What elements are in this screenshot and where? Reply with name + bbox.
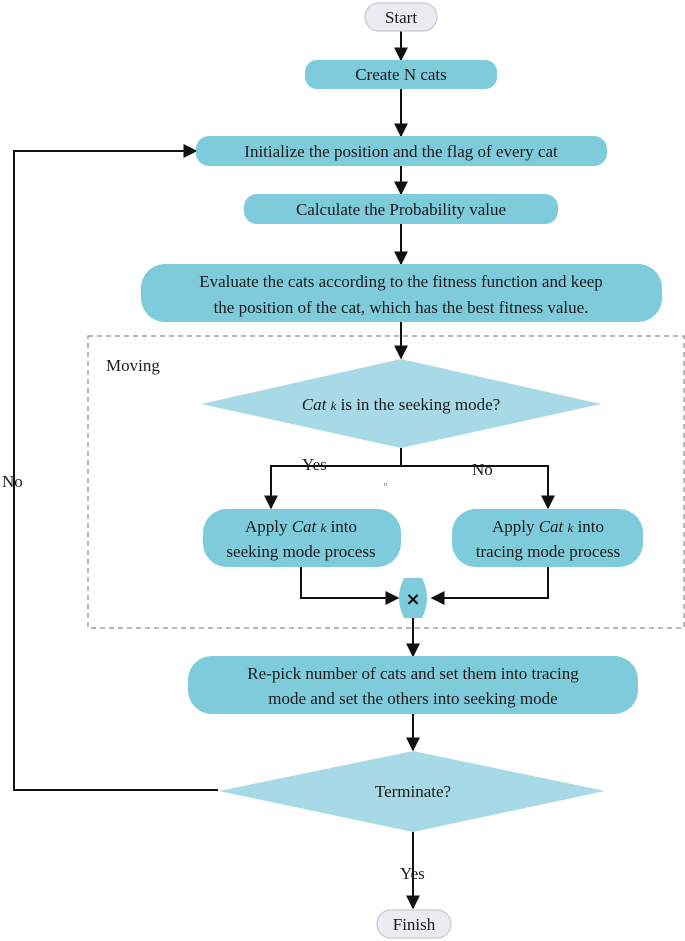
repick-label-line2: mode and set the others into seeking mod… — [268, 689, 557, 708]
initialize-node — [196, 136, 607, 166]
start-terminal — [364, 2, 438, 32]
stray-label: n — [384, 482, 387, 488]
seeking-decision-node — [201, 359, 601, 448]
calculate-label: Calculate the Probability value — [296, 200, 506, 219]
edge-yes-branch — [264, 465, 401, 510]
tracing-cat: Cat — [539, 517, 565, 536]
tracing-k: k — [568, 520, 574, 535]
seeking-process-node — [203, 509, 401, 567]
calculate-node — [244, 194, 558, 224]
edge-seek-merge — [300, 566, 400, 605]
yes-finish-label: Yes — [400, 864, 425, 883]
tracing-process-line1: Apply Cat k into — [492, 517, 604, 536]
finish-terminal — [376, 909, 452, 939]
tracing-apply: Apply — [492, 517, 535, 536]
repick-node — [188, 656, 638, 714]
evaluate-node — [141, 264, 662, 322]
tracing-process-line2: tracing mode process — [476, 542, 620, 561]
terminate-decision-node — [219, 751, 605, 832]
seeking-process-line2: seeking mode process — [226, 542, 375, 561]
seeking-decision-cat: Cat — [302, 395, 328, 414]
seeking-decision-k: k — [331, 398, 337, 413]
tracing-process-node — [452, 509, 643, 567]
seeking-into: into — [331, 517, 357, 536]
seeking-apply: Apply — [245, 517, 288, 536]
terminate-label: Terminate? — [375, 782, 451, 801]
start-label: Start — [385, 8, 417, 27]
create-cats-label: Create N cats — [355, 65, 447, 84]
finish-label: Finish — [393, 915, 436, 934]
seeking-decision-rest: is in the seeking mode? — [341, 395, 501, 414]
seeking-k: k — [321, 520, 327, 535]
evaluate-label-line2: the position of the cat, which has the b… — [214, 298, 589, 317]
no-branch-label: No — [472, 460, 493, 479]
seeking-decision-label: Cat k is in the seeking mode? — [302, 395, 500, 414]
merge-symbol: × — [405, 589, 420, 610]
tracing-into: into — [578, 517, 604, 536]
seeking-process-line1: Apply Cat k into — [245, 517, 357, 536]
loop-no-label: No — [2, 472, 23, 491]
moving-group-label: Moving — [106, 356, 160, 375]
moving-group-border — [87, 335, 685, 629]
yes-branch-label: Yes — [302, 455, 327, 474]
initialize-label: Initialize the position and the flag of … — [244, 142, 558, 161]
edge-loop-no — [13, 144, 218, 791]
edge-trace-merge — [430, 566, 549, 605]
create-cats-node — [305, 60, 497, 89]
repick-label-line1: Re-pick number of cats and set them into… — [247, 664, 579, 683]
evaluate-label-line1: Evaluate the cats according to the fitne… — [199, 272, 603, 291]
edge-no-branch — [401, 465, 555, 510]
merge-node — [399, 578, 427, 618]
seeking-cat: Cat — [292, 517, 318, 536]
